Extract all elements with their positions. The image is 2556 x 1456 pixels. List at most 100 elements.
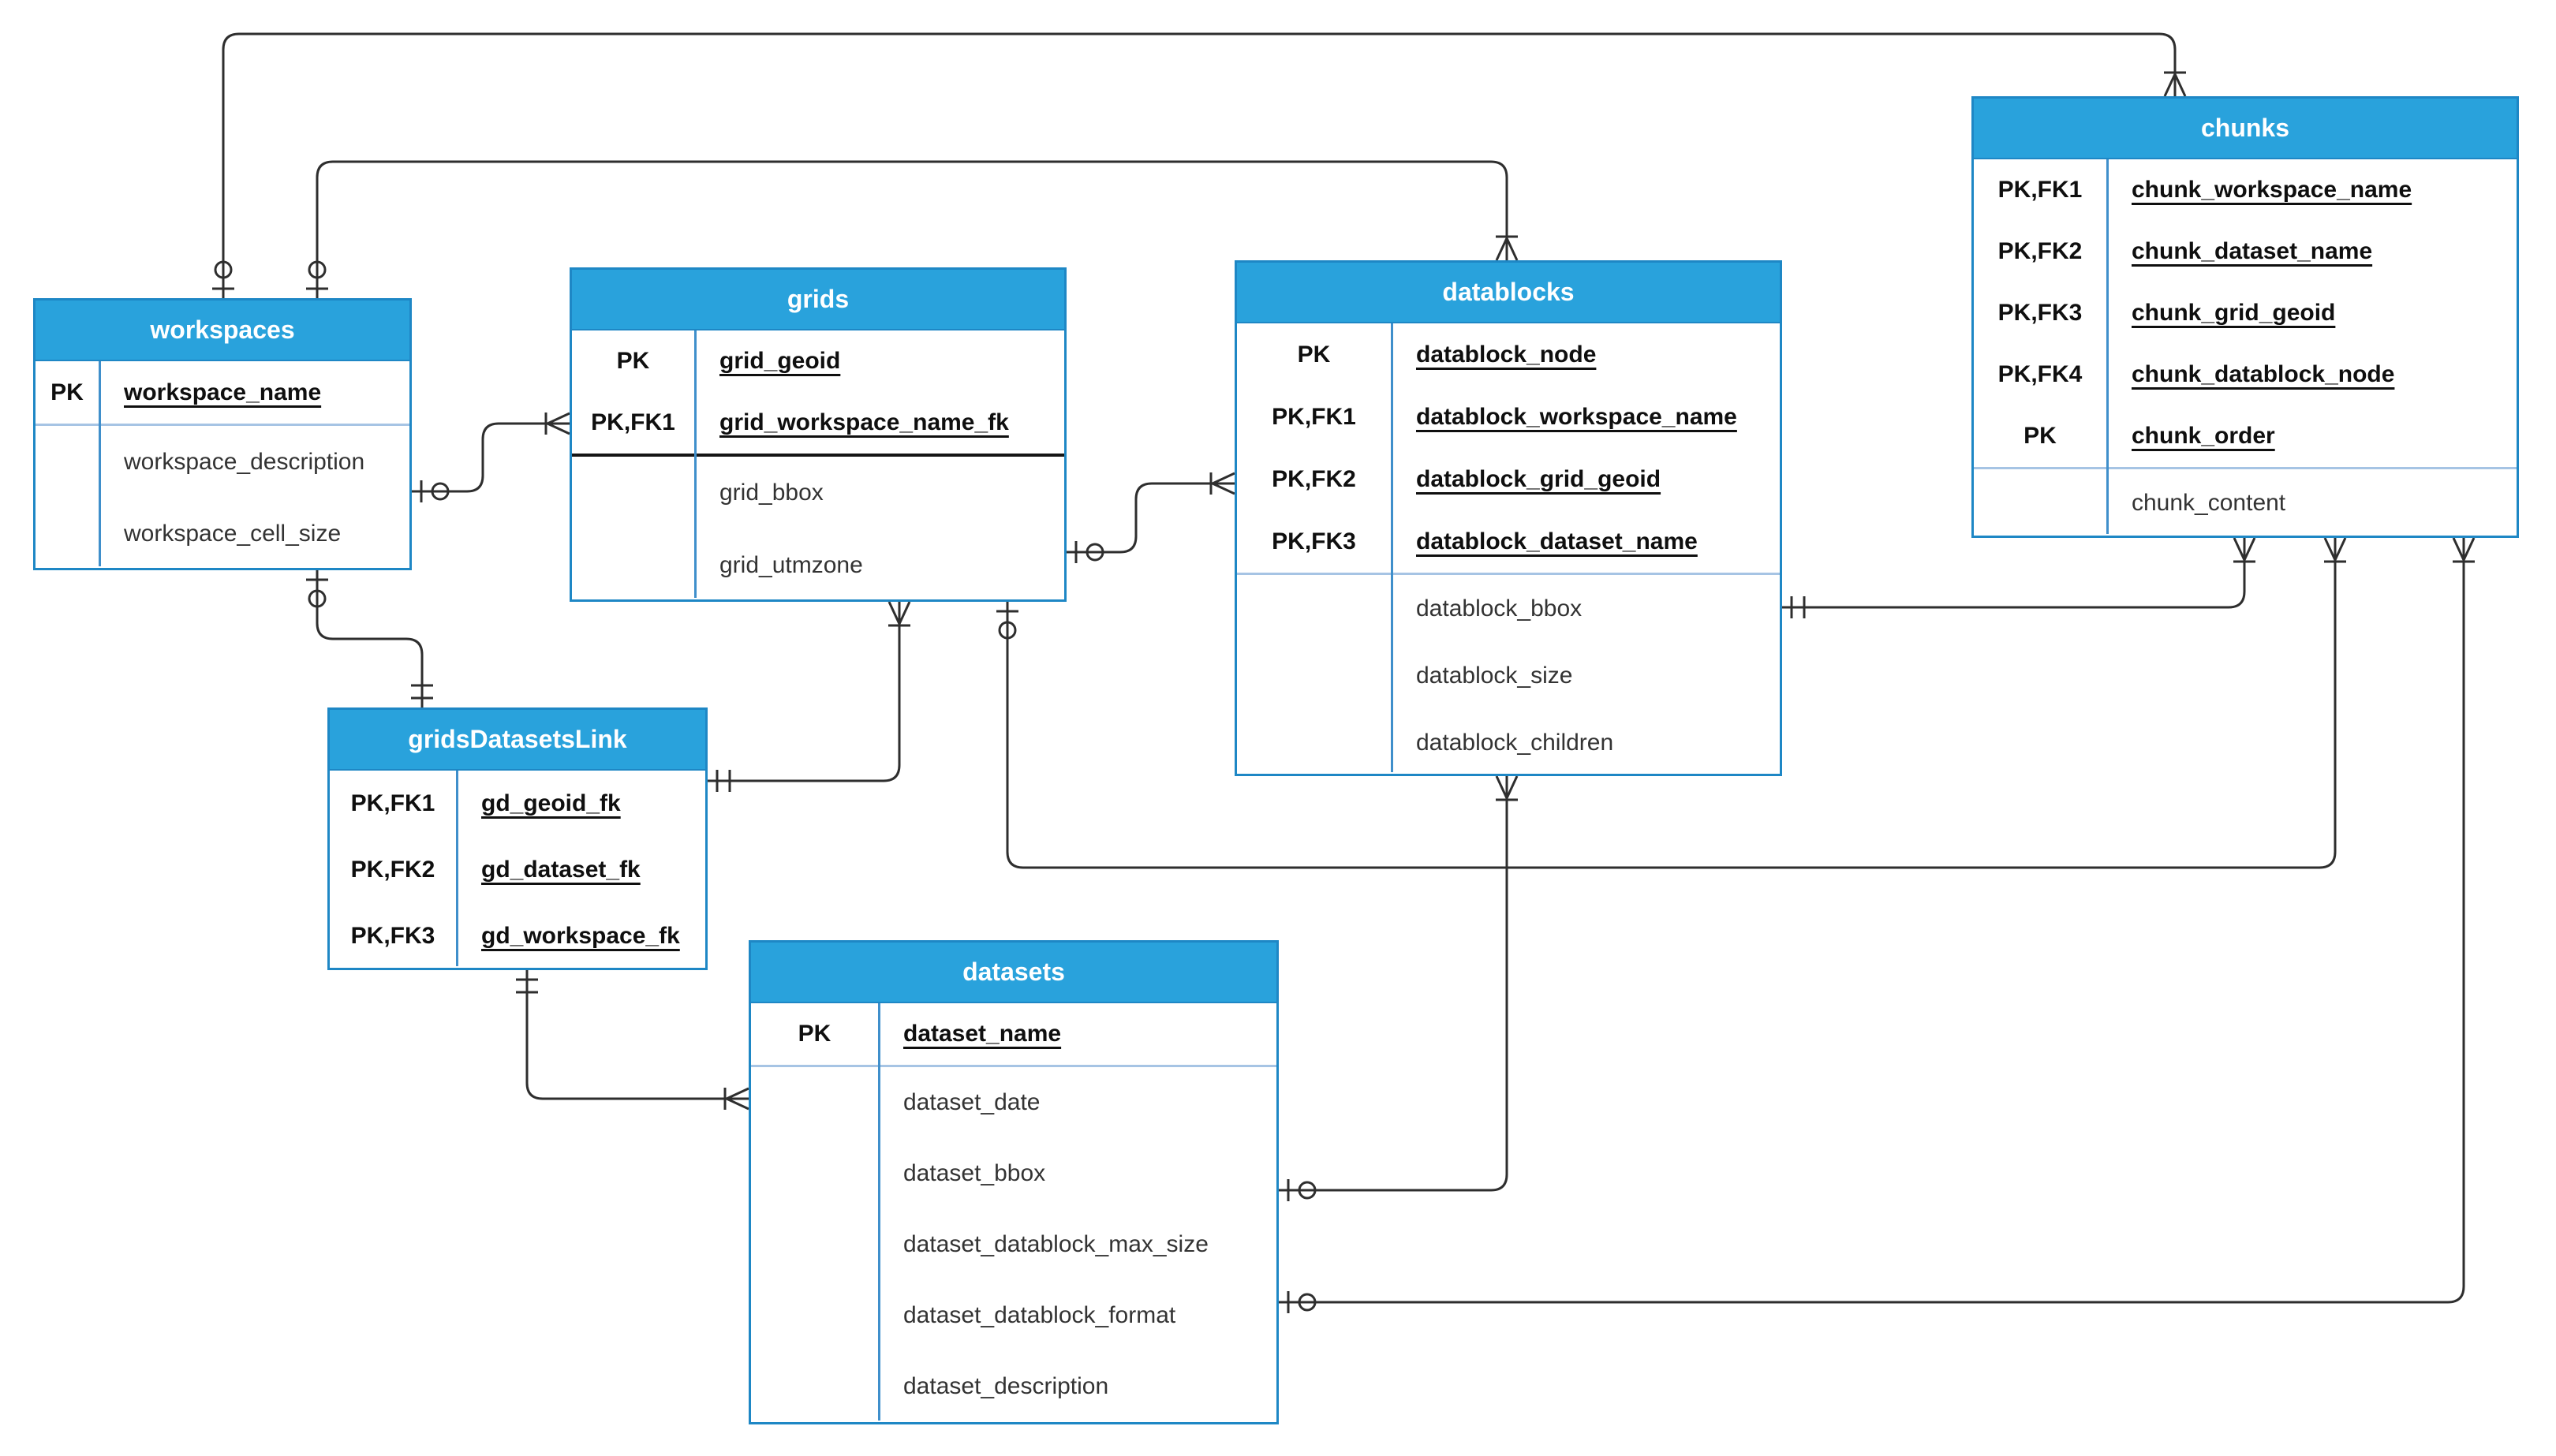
key-label: PK bbox=[1297, 341, 1331, 368]
field-label: chunk_workspace_name bbox=[2132, 177, 2412, 203]
zero-or-one-marker bbox=[1287, 1179, 1317, 1201]
key-cell: PK bbox=[1237, 342, 1391, 368]
field-label: dataset_bbox bbox=[903, 1160, 1046, 1186]
relationship-workspaces-datablocks[interactable] bbox=[316, 160, 1508, 298]
field-name: gd_geoid_fk bbox=[456, 790, 621, 817]
key-cell: PK bbox=[1974, 423, 2106, 450]
relationship-line[interactable] bbox=[1279, 538, 2465, 1304]
field-label: dataset_name bbox=[903, 1021, 1062, 1047]
relationship-line[interactable] bbox=[1279, 776, 1508, 1192]
relationship-line[interactable] bbox=[1067, 482, 1235, 554]
relationship-line[interactable] bbox=[708, 602, 901, 782]
relationship-line[interactable] bbox=[316, 570, 424, 707]
relationship-line[interactable] bbox=[525, 970, 749, 1100]
key-cell: PK,FK2 bbox=[1237, 466, 1391, 493]
field-label: gd_dataset_fk bbox=[481, 857, 641, 883]
key-label: PK,FK3 bbox=[350, 923, 435, 949]
field-label: dataset_description bbox=[903, 1373, 1109, 1399]
field-name: workspace_name bbox=[99, 379, 321, 406]
field-label: datablock_grid_geoid bbox=[1416, 465, 1661, 492]
table-row: dataset_datablock_format bbox=[751, 1280, 1276, 1351]
table-title: gridsDatasetsLink bbox=[408, 725, 627, 753]
field-name: chunk_order bbox=[2106, 423, 2275, 450]
key-label: PK bbox=[2024, 423, 2057, 449]
table-row: dataset_datablock_max_size bbox=[751, 1209, 1276, 1280]
key-label: PK bbox=[50, 379, 84, 405]
table-row: PK,FK2 datablock_grid_geoid bbox=[1237, 448, 1780, 510]
key-label: PK,FK1 bbox=[350, 790, 435, 816]
field-name: dataset_datablock_max_size bbox=[878, 1231, 1209, 1258]
table-row: datablock_children bbox=[1237, 709, 1780, 776]
field-label: grid_workspace_name_fk bbox=[719, 409, 1009, 435]
relationship-workspaces-chunks[interactable] bbox=[222, 32, 2177, 298]
field-name: grid_utmzone bbox=[694, 552, 863, 579]
table-row: datablock_bbox bbox=[1237, 575, 1780, 642]
relationship-datablocks-chunks[interactable] bbox=[1782, 538, 2246, 609]
zero-or-one-marker bbox=[212, 260, 234, 290]
field-name: dataset_datablock_format bbox=[878, 1302, 1175, 1329]
key-label: PK bbox=[616, 348, 650, 374]
key-column-divider bbox=[99, 361, 101, 566]
relationship-datasets-datablocks[interactable] bbox=[1279, 776, 1508, 1192]
table-row: PK chunk_order bbox=[1974, 405, 2517, 467]
relationship-datasets-chunks[interactable] bbox=[1279, 538, 2465, 1304]
one-or-many-marker bbox=[2233, 537, 2256, 563]
one-or-many-marker bbox=[888, 601, 911, 627]
field-name: grid_bbox bbox=[694, 480, 824, 506]
field-name: dataset_bbox bbox=[878, 1160, 1045, 1187]
key-cell: PK,FK4 bbox=[1974, 361, 2106, 388]
zero-or-one-marker bbox=[306, 260, 328, 290]
relationship-line[interactable] bbox=[1006, 538, 2337, 869]
field-label: grid_utmzone bbox=[719, 552, 863, 578]
field-name: datablock_workspace_name bbox=[1391, 404, 1737, 431]
field-label: chunk_dataset_name bbox=[2132, 238, 2373, 264]
key-cell: PK bbox=[751, 1021, 878, 1047]
relationship-line[interactable] bbox=[1782, 538, 2246, 609]
field-label: chunk_datablock_node bbox=[2132, 361, 2395, 387]
field-label: gd_geoid_fk bbox=[481, 790, 621, 816]
one-or-many-marker bbox=[1495, 775, 1519, 801]
table-row: workspace_description bbox=[36, 426, 409, 498]
field-label: chunk_grid_geoid bbox=[2132, 300, 2336, 326]
field-name: chunk_content bbox=[2106, 490, 2285, 517]
field-label: workspace_description bbox=[124, 448, 365, 475]
key-cell: PK,FK3 bbox=[330, 923, 456, 950]
key-label: PK,FK4 bbox=[1997, 361, 2083, 387]
key-column-divider bbox=[694, 330, 697, 598]
field-name: dataset_name bbox=[878, 1021, 1061, 1047]
zero-or-one-marker bbox=[1074, 541, 1104, 563]
relationship-grids-datablocks[interactable] bbox=[1067, 482, 1235, 554]
field-name: workspace_cell_size bbox=[99, 521, 341, 547]
relationship-workspaces-grids[interactable] bbox=[412, 422, 570, 493]
relationship-workspaces-gridsDatasetsLink[interactable] bbox=[316, 570, 424, 707]
relationship-grids-chunks[interactable] bbox=[1006, 538, 2337, 869]
one-or-many-marker bbox=[2452, 537, 2476, 563]
relationship-gridsDatasetsLink-datasets[interactable] bbox=[525, 970, 749, 1100]
table-title: workspaces bbox=[150, 315, 295, 344]
table-row: chunk_content bbox=[1974, 469, 2517, 537]
table-header: gridsDatasetsLink bbox=[330, 710, 705, 771]
relationship-line[interactable] bbox=[222, 32, 2177, 298]
relationship-line[interactable] bbox=[412, 422, 570, 493]
field-label: workspace_cell_size bbox=[124, 520, 342, 547]
table-header: datasets bbox=[751, 943, 1276, 1003]
relationship-gridsDatasetsLink-grids[interactable] bbox=[708, 602, 901, 782]
relationship-line[interactable] bbox=[316, 160, 1508, 298]
